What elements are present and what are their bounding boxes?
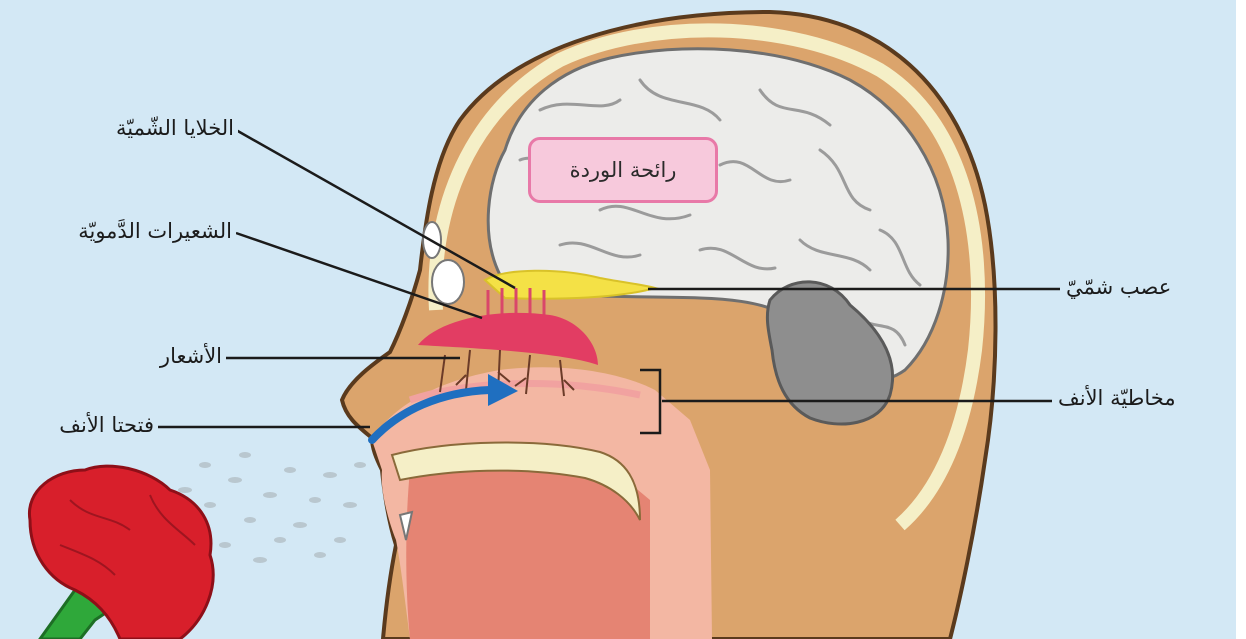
label-nostrils: فتحتا الأنف (55, 413, 158, 438)
brain-smell-label: رائحة الوردة (528, 137, 718, 203)
label-blood-capillaries: الشعيرات الدَّمويّة (74, 219, 236, 244)
label-nasal-mucosa: مخاطيّة الأنف (1054, 386, 1180, 411)
label-olfactory-cells: الخلايا الشّميّة (112, 116, 238, 141)
eye-socket (432, 260, 464, 304)
panel-edge (1236, 0, 1246, 639)
label-hairs: الأشعار (156, 344, 226, 369)
label-olfactory-nerve: عصب شمّيّ (1062, 275, 1175, 300)
